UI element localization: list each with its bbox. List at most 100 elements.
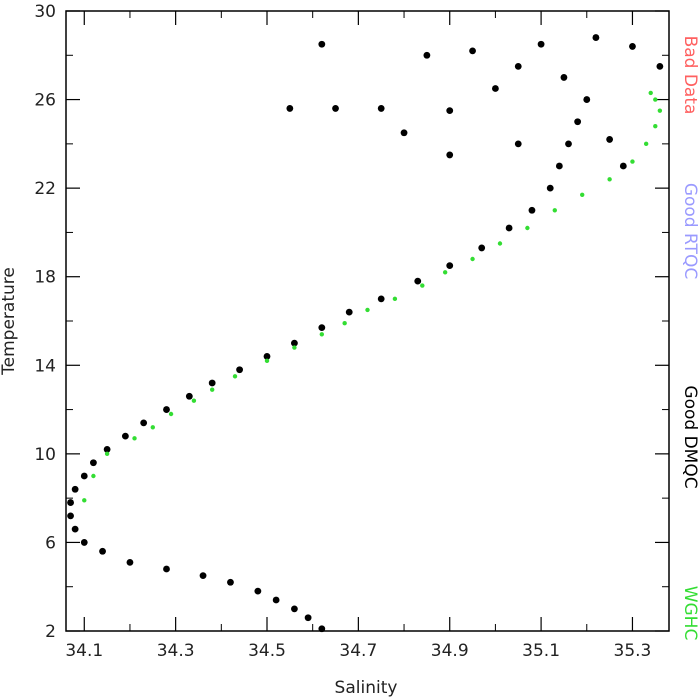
- dmqc-point: [400, 129, 408, 137]
- wghc-point: [319, 332, 325, 337]
- dmqc-point: [304, 614, 312, 622]
- dmqc-point: [583, 96, 591, 103]
- wghc-point: [392, 296, 398, 302]
- dmqc-point: [163, 565, 170, 573]
- dmqc-point: [565, 140, 572, 148]
- wghc-point: [653, 97, 658, 102]
- dmqc-point: [505, 224, 513, 232]
- wghc-point: [292, 345, 297, 350]
- dmqc-point: [446, 151, 454, 159]
- dmqc-point: [199, 572, 207, 580]
- dmqc-point: [332, 105, 339, 112]
- dmqc-point: [103, 446, 111, 453]
- dmqc-point: [574, 118, 582, 126]
- wghc-point: [525, 225, 530, 231]
- x-tick-label: 35.3: [614, 641, 652, 661]
- y-tick-label: 26: [34, 91, 56, 111]
- wghc-point: [365, 307, 370, 313]
- x-tick-label: 34.1: [65, 641, 103, 661]
- dmqc-point: [478, 244, 486, 252]
- y-tick-label: 22: [34, 179, 56, 199]
- dmqc-point: [291, 605, 298, 613]
- y-tick-label: 18: [34, 268, 56, 288]
- x-tick-label: 34.5: [248, 641, 286, 661]
- plot-frame: [65, 10, 670, 632]
- x-tick-label: 34.3: [157, 641, 195, 661]
- dmqc-point: [619, 162, 627, 170]
- legend-entry: Good DMQC: [680, 385, 700, 488]
- data-points: [67, 34, 664, 633]
- wghc-point: [470, 256, 475, 262]
- dmqc-point: [99, 547, 106, 555]
- x-axis-title: Salinity: [335, 678, 398, 698]
- dmqc-point: [272, 596, 280, 604]
- wghc-point: [648, 90, 653, 96]
- dmqc-point: [121, 432, 129, 440]
- dmqc-point: [80, 539, 88, 546]
- dmqc-point: [446, 262, 454, 270]
- dmqc-point: [291, 339, 298, 347]
- dmqc-point: [140, 419, 148, 427]
- y-tick-label: 6: [45, 533, 56, 553]
- wghc-point: [91, 473, 96, 479]
- dmqc-point: [208, 379, 216, 387]
- y-tick-label: 30: [34, 2, 56, 22]
- dmqc-point: [318, 324, 326, 332]
- dmqc-point: [67, 499, 74, 506]
- y-tick-label: 2: [45, 622, 56, 642]
- dmqc-point: [71, 485, 79, 493]
- wghc-point: [552, 208, 557, 213]
- dmqc-point: [492, 85, 499, 92]
- dmqc-point: [514, 62, 522, 70]
- dmqc-point: [254, 587, 262, 595]
- wghc-point: [653, 123, 658, 129]
- dmqc-point: [656, 62, 664, 70]
- wghc-point: [497, 241, 503, 246]
- x-tick-label: 34.9: [431, 641, 469, 661]
- wghc-point: [209, 387, 215, 392]
- y-tick-label: 14: [34, 356, 56, 376]
- wghc-point: [232, 374, 238, 379]
- wghc-point: [442, 270, 448, 275]
- dmqc-point: [469, 47, 476, 55]
- wghc-point: [630, 159, 635, 164]
- dmqc-point: [537, 40, 545, 48]
- dmqc-point: [90, 459, 97, 467]
- legend-entry: WGHC: [680, 586, 700, 641]
- y-axis-title: Temperature: [0, 267, 19, 376]
- dmqc-point: [546, 184, 554, 192]
- dmqc-point: [606, 136, 614, 143]
- dmqc-point: [263, 353, 271, 360]
- dmqc-point: [286, 105, 294, 112]
- dmqc-point: [318, 625, 326, 633]
- wghc-point: [580, 192, 585, 197]
- wghc-point: [82, 498, 87, 503]
- dmqc-point: [592, 34, 600, 41]
- wghc-point: [191, 398, 197, 403]
- dmqc-point: [163, 406, 170, 413]
- dmqc-point: [318, 40, 326, 48]
- wghc-point: [168, 411, 174, 417]
- wghc-point: [643, 141, 649, 147]
- dmqc-point: [377, 105, 385, 112]
- wghc-point: [420, 283, 425, 288]
- dmqc-point: [236, 366, 243, 374]
- dmqc-point: [80, 472, 88, 480]
- dmqc-point: [446, 107, 454, 115]
- wghc-point: [342, 321, 347, 326]
- y-tick-label: 10: [34, 445, 56, 465]
- dmqc-point: [227, 578, 234, 586]
- dmqc-point: [514, 140, 522, 148]
- x-tick-label: 34.7: [339, 641, 377, 661]
- wghc-point: [657, 108, 663, 113]
- dmqc-point: [67, 512, 74, 520]
- wghc-point: [264, 358, 270, 364]
- dmqc-point: [528, 206, 536, 214]
- legend-entry: Good RTQC: [680, 183, 700, 279]
- dmqc-point: [377, 295, 385, 303]
- dmqc-point: [629, 43, 636, 50]
